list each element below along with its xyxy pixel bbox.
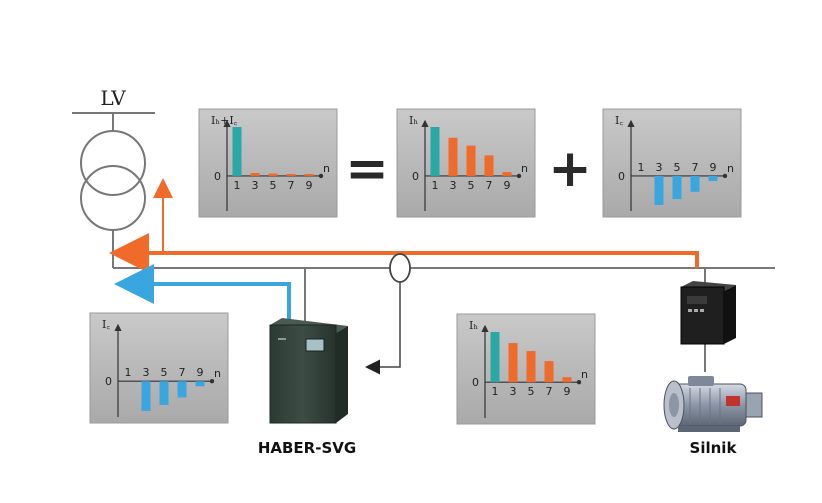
bar-harmonic-5 — [268, 173, 278, 176]
bar-harmonic-3 — [250, 173, 260, 176]
current-transformer — [365, 253, 411, 375]
y-axis-label: I꜀ — [102, 318, 110, 331]
bar-harmonic-9 — [502, 172, 512, 176]
svg-cabinet — [269, 318, 348, 424]
tick-label-9: 9 — [710, 161, 717, 174]
tick-label-5: 5 — [674, 161, 681, 174]
bar-harmonic-5 — [672, 175, 682, 200]
tick-label-7: 7 — [546, 385, 553, 398]
tick-label-1: 1 — [432, 179, 439, 192]
transformer-winding-top — [80, 130, 146, 196]
zero-label: 0 — [105, 375, 112, 388]
tick-label-5: 5 — [468, 179, 475, 192]
cabinet-screen — [305, 338, 325, 352]
bar-harmonic-3 — [654, 175, 664, 206]
frequency-drive — [680, 281, 736, 345]
bar-harmonic-9 — [708, 175, 718, 181]
tick-label-7: 7 — [179, 366, 186, 379]
motor — [663, 376, 763, 432]
bar-harmonic-9 — [304, 173, 314, 176]
tick-label-3: 3 — [510, 385, 517, 398]
bar-harmonic-5 — [526, 351, 536, 383]
zero-label: 0 — [472, 376, 479, 389]
bar-harmonic-7 — [484, 155, 494, 176]
tick-label-3: 3 — [143, 366, 150, 379]
tick-label-7: 7 — [288, 179, 295, 192]
panel-background — [89, 312, 229, 424]
bar-harmonic-7 — [177, 381, 187, 398]
tick-label-9: 9 — [306, 179, 313, 192]
y-axis-label: Iₕ — [409, 114, 418, 127]
tick-label-9: 9 — [197, 366, 204, 379]
bar-harmonic-1 — [430, 127, 440, 176]
zero-label: 0 — [412, 170, 419, 183]
bar-harmonic-3 — [448, 137, 458, 176]
y-axis-label: Iₕ+I꜀ — [211, 114, 238, 127]
zero-label: 0 — [214, 170, 221, 183]
plus-sign: + — [548, 139, 592, 199]
bar-harmonic-5 — [466, 145, 476, 176]
transformer: LV — [72, 86, 155, 268]
tick-label-3: 3 — [252, 179, 259, 192]
svg-device-label: HABER-SVG — [258, 439, 356, 457]
x-axis-label: n — [727, 162, 734, 175]
tick-label-9: 9 — [564, 385, 571, 398]
x-axis-label: n — [323, 162, 330, 175]
x-axis-label: n — [521, 162, 528, 175]
y-axis-label: I꜀ — [615, 114, 623, 127]
measurement-signal-arrow — [365, 282, 401, 375]
bar-harmonic-3 — [141, 381, 151, 411]
y-axis-label: Iₕ — [469, 319, 478, 332]
tick-label-5: 5 — [528, 385, 535, 398]
bar-harmonic-9 — [562, 377, 572, 383]
panel-background — [456, 313, 596, 425]
tick-label-1: 1 — [125, 366, 132, 379]
bar-harmonic-1 — [232, 127, 242, 176]
tick-label-5: 5 — [270, 179, 277, 192]
tick-label-1: 1 — [492, 385, 499, 398]
x-axis-label: n — [581, 368, 588, 381]
tick-label-1: 1 — [638, 161, 645, 174]
transformer-label: LV — [100, 86, 126, 110]
tick-label-9: 9 — [504, 179, 511, 192]
x-axis-label: n — [214, 367, 221, 380]
tick-label-7: 7 — [486, 179, 493, 192]
equals-sign: = — [345, 139, 389, 199]
panel-background — [198, 108, 338, 218]
motor-label: Silnik — [690, 439, 738, 457]
load-current-arrow — [109, 233, 699, 273]
panel-background — [602, 108, 742, 218]
bar-harmonic-5 — [159, 381, 169, 405]
tick-label-3: 3 — [656, 161, 663, 174]
tick-label-3: 3 — [450, 179, 457, 192]
transformer-winding-bottom — [80, 165, 146, 231]
bar-harmonic-7 — [286, 173, 296, 176]
zero-label: 0 — [618, 170, 625, 183]
bar-harmonic-7 — [690, 175, 700, 192]
bar-harmonic-9 — [195, 381, 205, 387]
tick-label-7: 7 — [692, 161, 699, 174]
bar-harmonic-3 — [508, 343, 518, 383]
compensation-current-arrow — [114, 264, 291, 320]
panel-background — [396, 108, 536, 218]
bar-harmonic-1 — [490, 332, 500, 383]
tick-label-5: 5 — [161, 366, 168, 379]
bar-harmonic-7 — [544, 361, 554, 383]
tick-label-1: 1 — [234, 179, 241, 192]
